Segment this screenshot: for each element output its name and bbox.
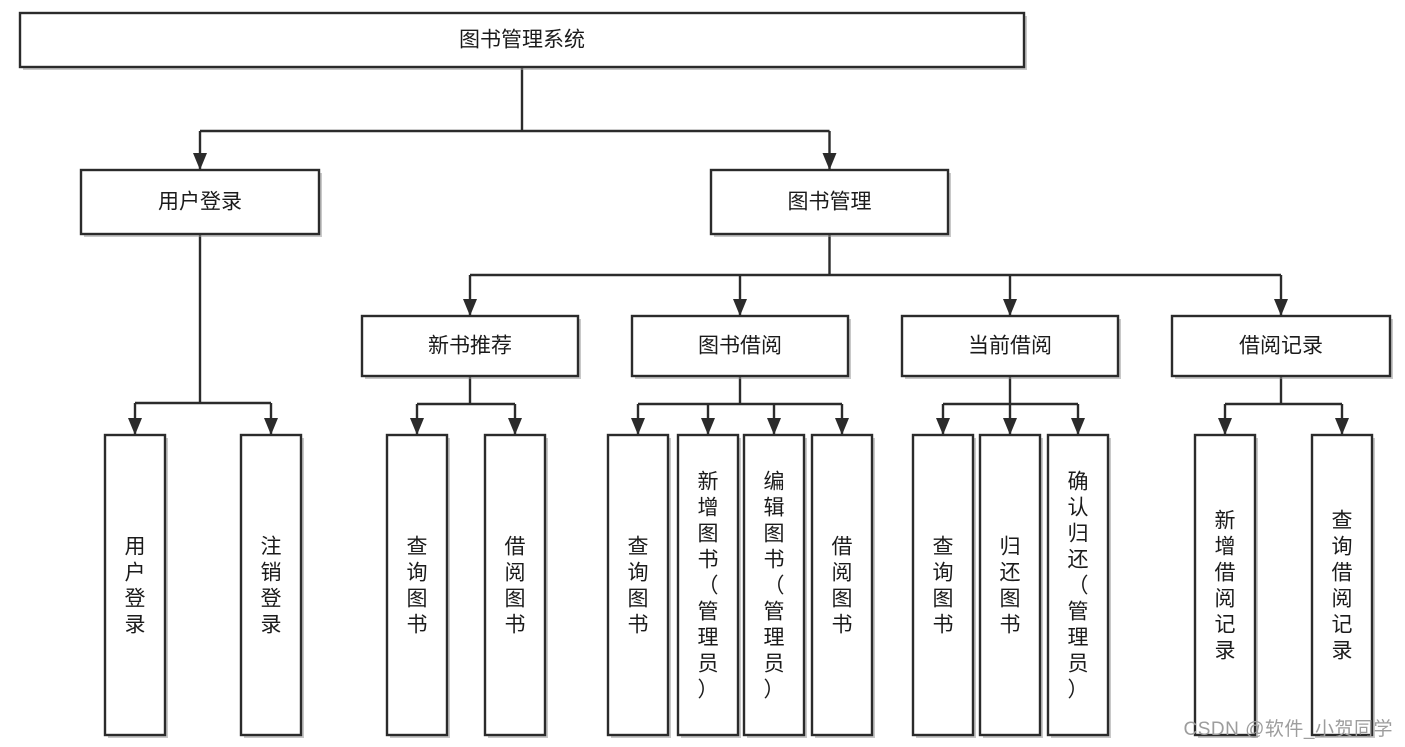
node-leaf-edit-book-admin[interactable]: 编辑图书（管理员）: [742, 433, 807, 738]
connector-layer: [128, 67, 1349, 435]
arrow-head-icon: [835, 418, 849, 435]
node-leaf-query-book-borrow[interactable]: 查询图书: [606, 433, 671, 738]
node-rect[interactable]: [1310, 433, 1374, 737]
node-leaf-user-login[interactable]: 用户登录: [103, 433, 168, 738]
node-leaf-add-borrow-record[interactable]: 新增借阅记录: [1193, 433, 1258, 738]
node-rect[interactable]: [483, 433, 547, 737]
node-label: 查询图书: [628, 535, 649, 636]
node-current-borrow[interactable]: 当前借阅: [900, 314, 1121, 379]
arrow-head-icon: [1003, 299, 1017, 316]
node-leaf-add-book-admin[interactable]: 新增图书（管理员）: [676, 433, 741, 738]
node-rect[interactable]: [385, 433, 449, 737]
node-label: 确认归还（管理员）: [1068, 470, 1089, 701]
node-rect[interactable]: [606, 433, 670, 737]
node-rect[interactable]: [742, 433, 806, 737]
node-label: 图书借阅: [698, 335, 782, 358]
arrow-head-icon: [463, 299, 477, 316]
arrow-head-icon: [1218, 418, 1232, 435]
node-rect[interactable]: [239, 433, 303, 737]
node-label: 查询图书: [407, 535, 428, 636]
arrow-head-icon: [410, 418, 424, 435]
node-label: 借阅图书: [505, 535, 526, 636]
arrow-head-icon: [822, 153, 837, 170]
node-book-manage[interactable]: 图书管理: [709, 168, 951, 237]
node-rect[interactable]: [900, 314, 1120, 378]
node-label: 借阅图书: [832, 535, 853, 636]
node-rect[interactable]: [1170, 314, 1392, 378]
arrow-head-icon: [508, 418, 522, 435]
node-label: 查询借阅记录: [1332, 509, 1353, 662]
node-leaf-query-book-current[interactable]: 查询图书: [911, 433, 976, 738]
node-label: 用户登录: [125, 535, 146, 636]
node-label: 编辑图书（管理员）: [764, 470, 785, 701]
node-rect[interactable]: [676, 433, 740, 737]
node-leaf-query-borrow-record[interactable]: 查询借阅记录: [1310, 433, 1375, 738]
node-label: 归还图书: [1000, 535, 1021, 636]
arrow-head-icon: [264, 418, 278, 435]
arrow-head-icon: [193, 153, 207, 170]
arrow-head-icon: [1274, 299, 1288, 316]
node-label: 注销登录: [261, 535, 282, 636]
node-root-system[interactable]: 图书管理系统: [18, 11, 1027, 70]
arrow-head-icon: [936, 418, 950, 435]
node-user-login[interactable]: 用户登录: [79, 168, 322, 237]
arrow-head-icon: [1003, 418, 1017, 435]
node-label: 新书推荐: [428, 335, 512, 358]
node-leaf-borrow-book-rec[interactable]: 借阅图书: [483, 433, 548, 738]
node-rect[interactable]: [810, 433, 874, 737]
node-label: 新增图书（管理员）: [698, 470, 719, 701]
node-rect[interactable]: [709, 168, 950, 236]
node-rect[interactable]: [79, 168, 321, 236]
node-label: 查询图书: [933, 535, 954, 636]
node-label: 图书管理: [788, 191, 872, 214]
node-borrow-record[interactable]: 借阅记录: [1170, 314, 1393, 379]
node-new-book-rec[interactable]: 新书推荐: [360, 314, 581, 379]
node-rect[interactable]: [360, 314, 580, 378]
arrow-head-icon: [1335, 418, 1349, 435]
node-layer: 图书管理系统用户登录图书管理新书推荐图书借阅当前借阅借阅记录用户登录注销登录查询…: [18, 11, 1393, 738]
node-label: 当前借阅: [968, 335, 1052, 358]
node-rect[interactable]: [103, 433, 167, 737]
node-leaf-user-logout[interactable]: 注销登录: [239, 433, 304, 738]
node-rect[interactable]: [911, 433, 975, 737]
arrow-head-icon: [1071, 418, 1085, 435]
node-leaf-query-book-rec[interactable]: 查询图书: [385, 433, 450, 738]
arrow-head-icon: [631, 418, 645, 435]
arrow-head-icon: [128, 418, 142, 435]
arrow-head-icon: [701, 418, 715, 435]
node-rect[interactable]: [1193, 433, 1257, 737]
node-label: 新增借阅记录: [1215, 509, 1236, 662]
node-rect[interactable]: [978, 433, 1042, 737]
node-leaf-borrow-book[interactable]: 借阅图书: [810, 433, 875, 738]
node-label: 图书管理系统: [459, 29, 585, 52]
node-label: 用户登录: [158, 191, 242, 214]
node-leaf-return-book[interactable]: 归还图书: [978, 433, 1043, 738]
node-rect[interactable]: [630, 314, 850, 378]
node-leaf-confirm-return-admin[interactable]: 确认归还（管理员）: [1046, 433, 1111, 738]
node-rect[interactable]: [18, 11, 1026, 69]
arrow-head-icon: [733, 299, 747, 316]
node-rect[interactable]: [1046, 433, 1110, 737]
arrow-head-icon: [767, 418, 781, 435]
node-book-borrow[interactable]: 图书借阅: [630, 314, 851, 379]
node-label: 借阅记录: [1239, 335, 1323, 358]
